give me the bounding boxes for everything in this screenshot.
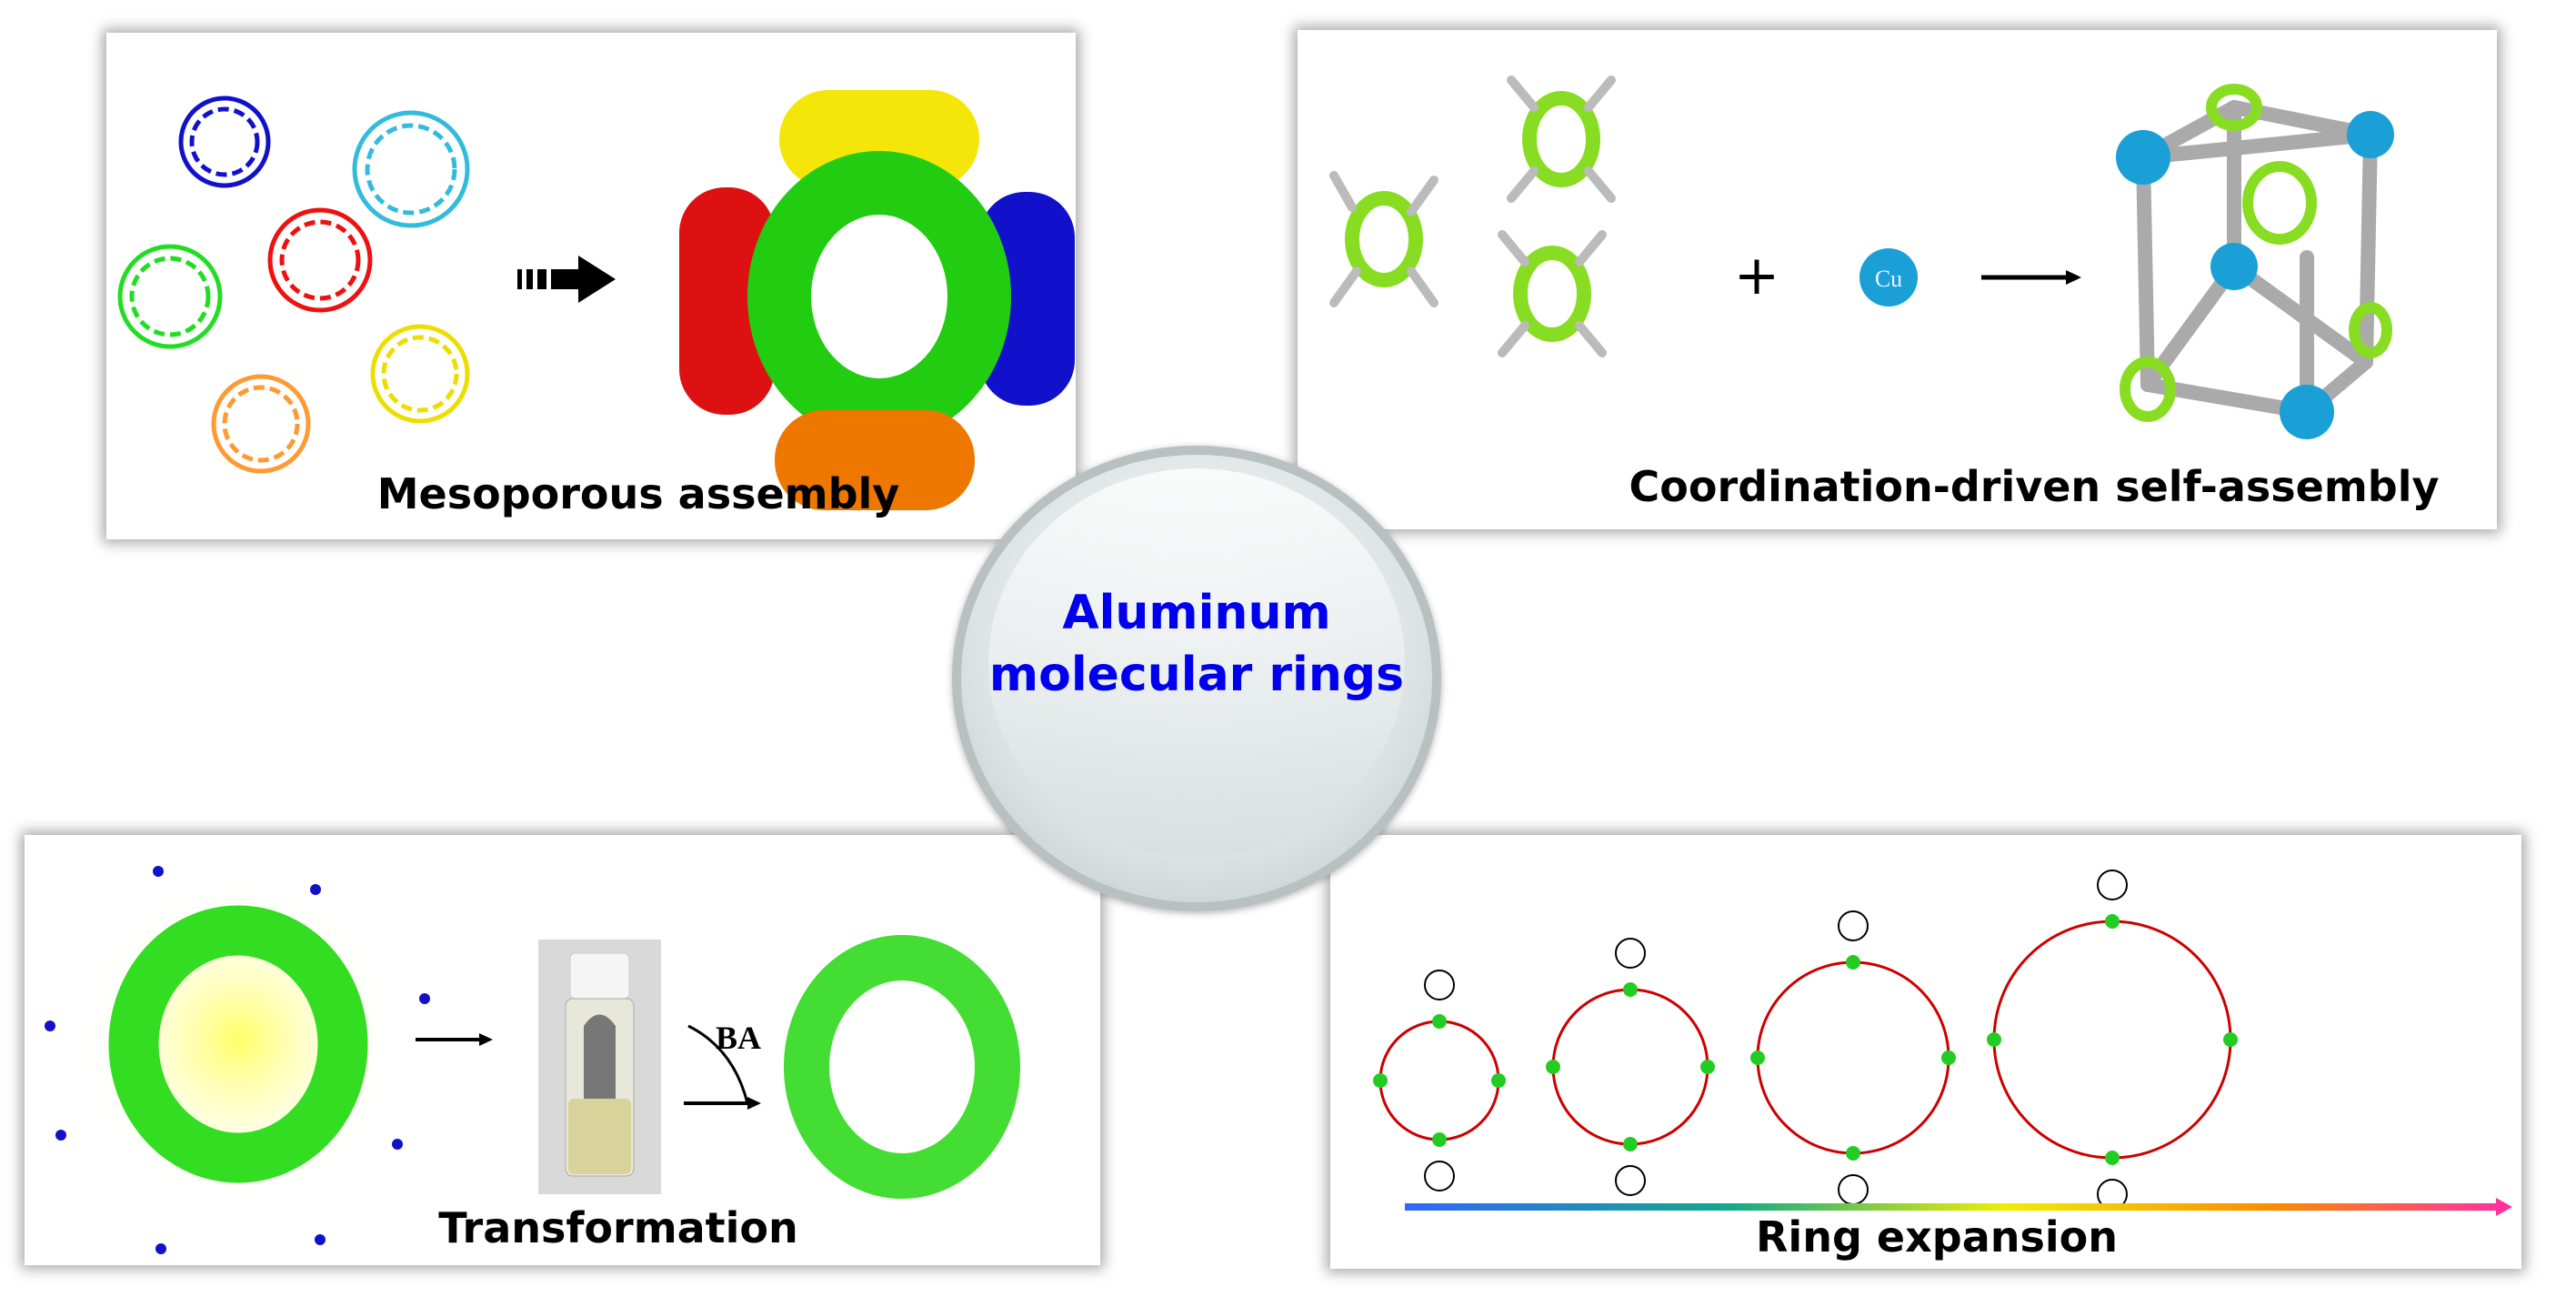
ring-expansion-label: Ring expansion bbox=[1756, 1212, 2118, 1262]
mesoporous-assembly-panel: Mesoporous assembly bbox=[106, 33, 1076, 539]
orange-spacefill bbox=[775, 410, 975, 510]
blue-spacefill bbox=[979, 192, 1075, 406]
red-ring bbox=[267, 207, 373, 313]
cu-symbol: Cu bbox=[1875, 266, 1902, 292]
gradient-arrow-bar bbox=[1405, 1203, 2496, 1211]
red-spacefill bbox=[679, 187, 775, 415]
arrow-icon bbox=[684, 1097, 761, 1110]
cage-structure bbox=[2136, 100, 2378, 419]
coordination-illustration: + Cu bbox=[1329, 75, 2394, 439]
transformation-panel: BA Transformation bbox=[25, 835, 1100, 1265]
hub-title-line1: Aluminum bbox=[1062, 586, 1331, 640]
ligand-ring bbox=[1345, 191, 1423, 287]
plus-sign: + bbox=[1734, 244, 1779, 307]
arrow-icon bbox=[416, 1033, 493, 1046]
vial-photo bbox=[538, 940, 661, 1194]
mesoporous-illustration bbox=[117, 90, 1075, 510]
mesoporous-label: Mesoporous assembly bbox=[376, 469, 900, 518]
green-ring bbox=[117, 244, 223, 349]
coordination-label: Coordination-driven self-assembly bbox=[1629, 462, 2440, 511]
ring-expansion-panel: Ring expansion bbox=[1330, 835, 2521, 1269]
transformation-label: Transformation bbox=[438, 1203, 798, 1252]
hub-title: Aluminum molecular rings bbox=[952, 582, 1441, 706]
green-spacefill-ring bbox=[747, 151, 1011, 442]
coordination-panel: + Cu Coordination-driven self-assembly bbox=[1298, 30, 2497, 529]
yellow-ring bbox=[370, 324, 470, 424]
gradient-arrow-head-icon bbox=[2496, 1198, 2512, 1216]
central-hub-circle: Aluminum molecular rings bbox=[952, 446, 1441, 911]
ring-large bbox=[1756, 960, 1950, 1155]
ring-largest bbox=[1992, 920, 2232, 1160]
orange-ring bbox=[211, 374, 311, 474]
ring-medium bbox=[1551, 988, 1709, 1146]
ring-small bbox=[1378, 1020, 1500, 1141]
cyan-ring bbox=[352, 110, 470, 228]
ba-reagent-label: BA bbox=[716, 1020, 761, 1056]
dashed-arrow-icon bbox=[517, 256, 616, 303]
reaction-arrow-icon bbox=[1981, 270, 2081, 285]
cu-atom bbox=[1859, 248, 1918, 307]
transformation-illustration: BA bbox=[45, 866, 1020, 1254]
ring-expansion-illustration bbox=[1373, 870, 2512, 1216]
green-ring-after bbox=[784, 935, 1020, 1199]
hub-title-line2: molecular rings bbox=[988, 648, 1405, 702]
green-ring-before bbox=[108, 905, 368, 1183]
blue-ring bbox=[178, 96, 271, 188]
hub-highlight bbox=[988, 468, 1405, 857]
